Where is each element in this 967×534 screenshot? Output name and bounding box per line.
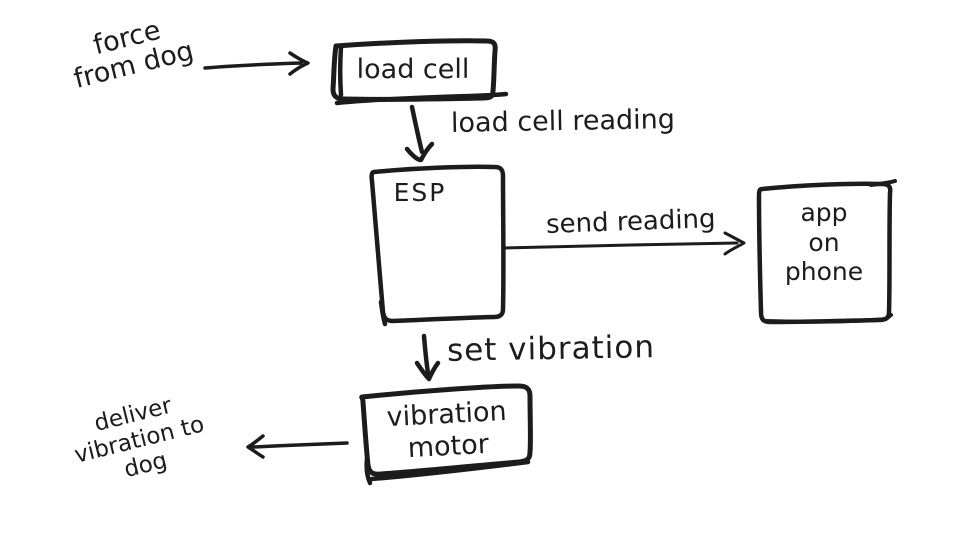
- load-cell-label-text: load cell: [356, 53, 470, 85]
- app-label-line2: on: [808, 227, 840, 257]
- app-on-phone-node-label: app on phone: [759, 198, 889, 287]
- edge-label-send-reading: send reading: [545, 204, 717, 240]
- app-label-line3: phone: [784, 257, 864, 286]
- arrow-load-cell-to-esp: [404, 104, 435, 163]
- esp-node-label: ESP: [374, 178, 466, 207]
- edge-label-set-vibration: set vibration: [446, 329, 656, 369]
- motor-label-line2: motor: [407, 429, 490, 465]
- motor-label-line1: vibration: [385, 395, 508, 434]
- arrow-esp-to-app: [502, 231, 746, 256]
- load-cell-box-overdraw: [334, 44, 509, 106]
- arrow-force-to-load-cell: [203, 51, 310, 76]
- app-label-line1: app: [800, 198, 848, 227]
- motor-box-overdraw: [364, 456, 531, 486]
- esp-box-overdraw: [378, 299, 388, 327]
- load-cell-node-label: load cell: [333, 40, 493, 98]
- esp-label-text: ESP: [393, 178, 447, 207]
- esp-box-outline: [369, 164, 506, 324]
- arrow-esp-to-motor: [414, 333, 441, 382]
- arrow-motor-to-dog: [246, 434, 349, 459]
- vibration-motor-node-label: vibration motor: [364, 395, 530, 468]
- edge-label-load-cell-reading: load cell reading: [450, 104, 676, 139]
- app-box-overdraw: [764, 179, 897, 324]
